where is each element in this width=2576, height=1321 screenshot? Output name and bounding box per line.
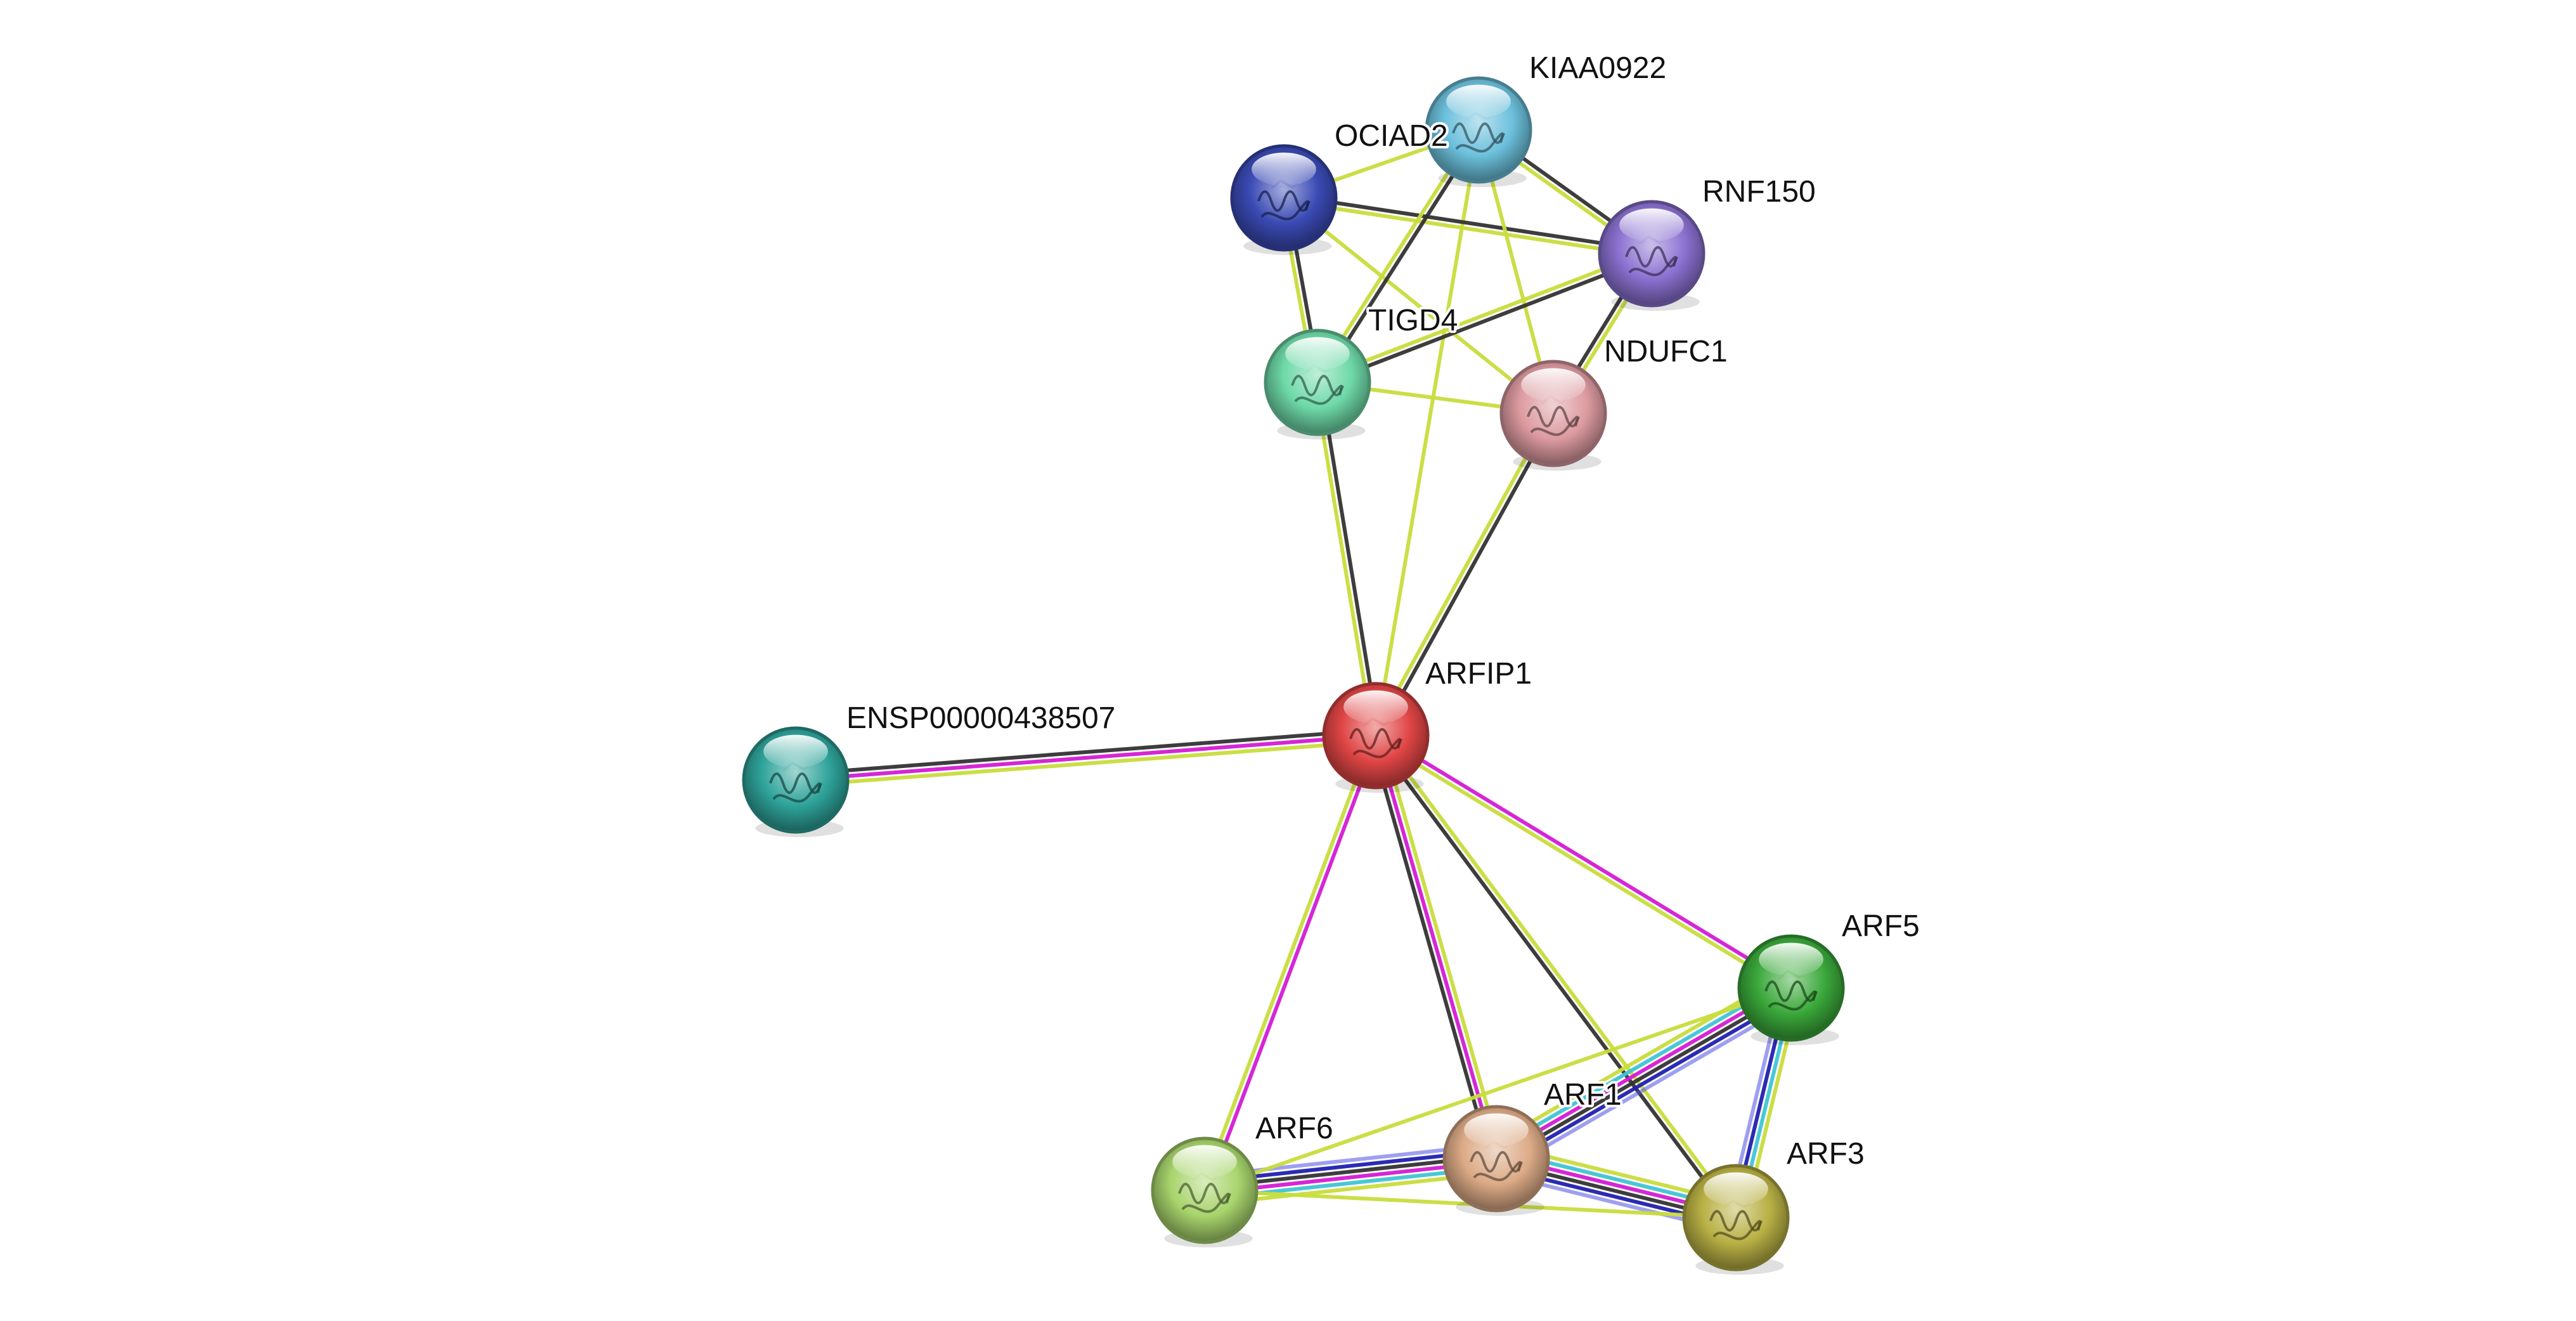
node-rnf150[interactable]: RNF150	[1598, 172, 1818, 311]
edge-strand-coexpression	[793, 728, 1378, 777]
edge-strand-databases	[1490, 979, 1789, 1154]
edge-strand-coexpression	[1368, 735, 1493, 1162]
edge-strand-coexpression	[1318, 380, 1381, 738]
edge-strand-textmining	[1372, 736, 1792, 992]
node-label-arf1: ARF1	[1544, 1078, 1622, 1112]
edge-strand-textmining	[1379, 732, 1504, 1159]
edge-strand-homology	[1501, 998, 1801, 1173]
node-highlight	[1619, 208, 1684, 242]
node-highlight	[1172, 1145, 1237, 1179]
edge-strand-coexpression	[1376, 413, 1558, 739]
node-ensp00000438507[interactable]: ENSP00000438507	[742, 699, 1118, 837]
edge-strand-experiments	[1375, 731, 1795, 988]
node-highlight	[1343, 690, 1408, 724]
edge-strand-experiments	[1374, 734, 1498, 1161]
node-highlight	[1759, 942, 1823, 977]
node-highlight	[1446, 84, 1511, 119]
edge-strand-textmining	[1374, 128, 1480, 738]
edge-strand-coexpression	[1282, 193, 1654, 253]
edge-strand-textmining	[1200, 732, 1375, 1192]
node-kiaa0922[interactable]: KIAA0922	[1425, 49, 1669, 187]
node-arf5[interactable]: ARF5	[1737, 907, 1922, 1045]
edge-strand-textmining	[1487, 973, 1786, 1149]
edge-ociad2-ndufc1[interactable]	[1282, 196, 1555, 415]
edge-strand-cooccurrence	[1498, 993, 1797, 1168]
edge-strand-textmining	[1203, 986, 1793, 1192]
edge-arfip1-ensp00000438507[interactable]	[793, 728, 1378, 788]
edge-ociad2-rnf150[interactable]	[1281, 193, 1654, 259]
node-label-arfip1: ARFIP1	[1425, 657, 1532, 691]
node-highlight	[1285, 337, 1350, 371]
edge-arfip1-arf1[interactable]	[1368, 732, 1504, 1162]
node-arf1[interactable]: ARF1	[1442, 1076, 1624, 1216]
edge-strand-coexpression	[1316, 254, 1655, 387]
node-label-ociad2: OCIAD2	[1335, 119, 1448, 153]
edge-strand-textmining	[1314, 249, 1653, 382]
edge-strand-textmining	[1371, 410, 1553, 736]
edge-strand-textmining	[1376, 732, 1740, 1218]
node-label-arf5: ARF5	[1842, 909, 1920, 943]
node-label-ndufc1: NDUFC1	[1604, 335, 1728, 368]
edge-rnf150-tigd4[interactable]	[1314, 249, 1655, 387]
edge-strand-textmining	[1312, 381, 1375, 738]
node-arf3[interactable]: ARF3	[1682, 1135, 1867, 1275]
node-highlight	[763, 734, 828, 769]
edge-arf1-arf5[interactable]	[1487, 973, 1801, 1173]
edge-arfip1-tigd4[interactable]	[1312, 380, 1381, 738]
edge-arfip1-kiaa0922[interactable]	[1374, 128, 1480, 738]
node-ndufc1[interactable]: NDUFC1	[1499, 332, 1730, 471]
node-label-arf3: ARF3	[1787, 1137, 1865, 1171]
node-tigd4[interactable]: TIGD4	[1264, 301, 1460, 439]
node-label-tigd4: TIGD4	[1368, 304, 1458, 337]
node-label-arf6: ARF6	[1255, 1112, 1333, 1145]
edge-strand-experiments	[794, 734, 1378, 782]
edge-strand-experiments	[1492, 984, 1792, 1159]
node-label-kiaa0922: KIAA0922	[1529, 51, 1666, 85]
node-highlight	[1464, 1113, 1529, 1147]
node-highlight	[1252, 152, 1316, 186]
node-ociad2[interactable]: OCIAD2	[1230, 117, 1451, 255]
edge-strand-coexpression	[1496, 988, 1795, 1163]
edge-arf6-arf5[interactable]	[1203, 986, 1793, 1192]
edge-arfip1-arf3[interactable]	[1371, 732, 1740, 1221]
edge-arfip1-ndufc1[interactable]	[1371, 410, 1558, 739]
node-arf6[interactable]: ARF6	[1151, 1109, 1336, 1247]
node-arfip1[interactable]: ARFIP1	[1322, 654, 1534, 793]
node-label-rnf150: RNF150	[1702, 175, 1816, 209]
edge-strand-experiments	[1205, 734, 1381, 1194]
node-highlight	[1521, 368, 1586, 402]
edge-strand-coexpression	[1371, 735, 1736, 1221]
edge-strand-textmining	[1282, 196, 1555, 415]
edge-strand-textmining	[794, 739, 1378, 788]
edge-arfip1-arf6[interactable]	[1200, 732, 1381, 1194]
node-highlight	[1704, 1172, 1768, 1206]
edge-arfip1-arf5[interactable]	[1372, 731, 1795, 992]
edge-strand-textmining	[1281, 198, 1654, 259]
node-label-ensp00000438507: ENSP00000438507	[846, 701, 1115, 735]
